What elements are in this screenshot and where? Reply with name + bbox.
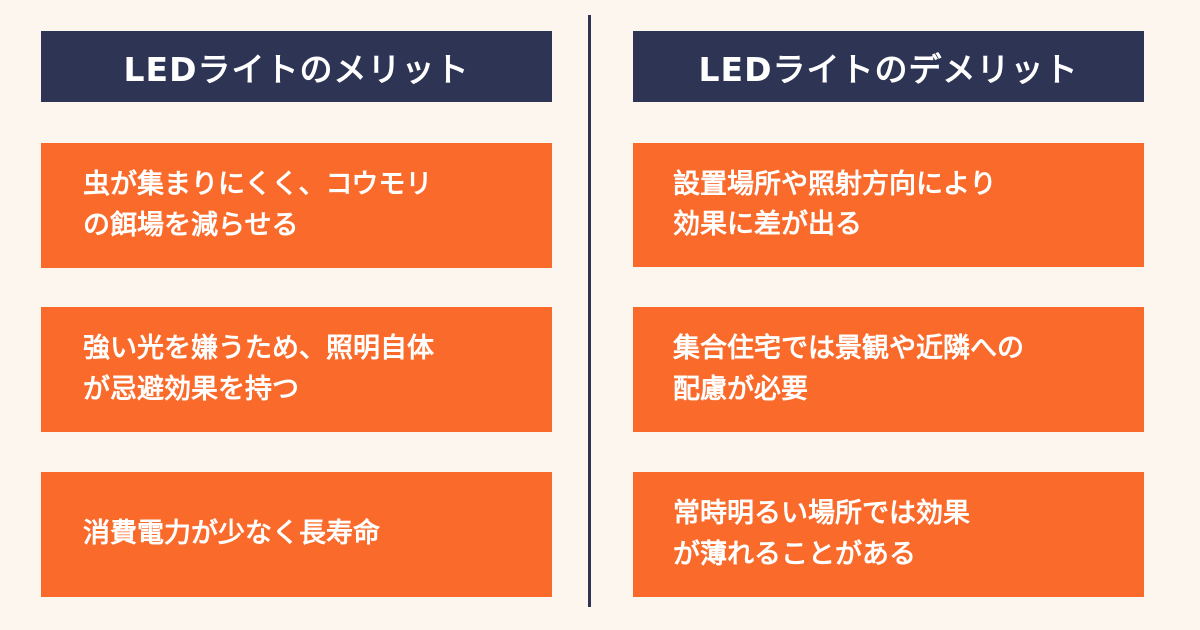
demerit-card: 常時明るい場所では効果 が薄れることがある (633, 472, 1144, 597)
demerit-card: 集合住宅では景観や近隣への 配慮が必要 (633, 307, 1144, 432)
center-divider (588, 15, 591, 607)
merit-card: 消費電力が少なく長寿命 (41, 472, 552, 597)
demerit-card: 設置場所や照射方向により 効果に差が出る (633, 143, 1144, 267)
merit-card: 強い光を嫌うため、照明自体 が忌避効果を持つ (41, 307, 552, 432)
merits-header: LEDライトのメリット (41, 31, 552, 102)
merit-card: 虫が集まりにくく、コウモリ の餌場を減らせる (41, 143, 552, 268)
demerits-header: LEDライトのデメリット (633, 31, 1144, 102)
